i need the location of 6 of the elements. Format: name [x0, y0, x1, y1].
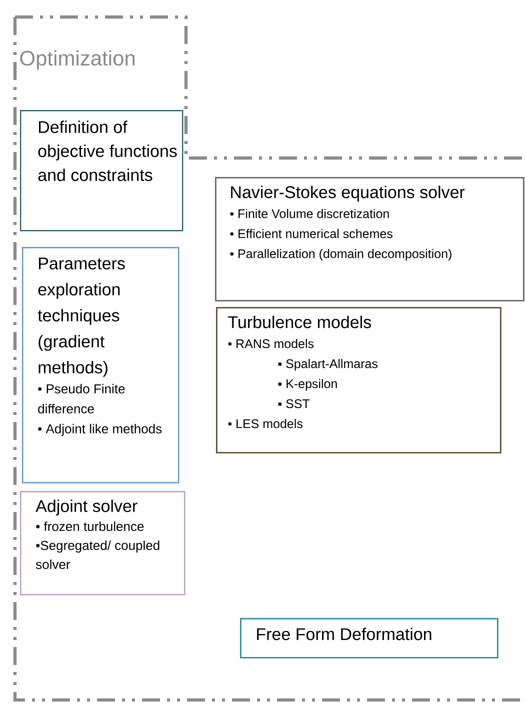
text-box: Free Form Deformation	[240, 618, 498, 658]
text-box: Definition of objective functions and constraints	[20, 110, 184, 232]
text-box: Parameters exploration techniques (gradient methods) • Pseudo Finite difference • Adjoint like methods	[22, 247, 180, 484]
text-box: Turbulence models • RANS models ▪ Spalart-Allmaras ▪ K-epsilon ▪ SST • LES models	[216, 307, 502, 454]
text-box: Adjoint solver • frozen turbulence •Segregated/ coupled solver	[20, 491, 186, 596]
text-box: Navier-Stokes equations solver • Finite Volume discretization • Efficient numerical schemes • Parallelization (domain decomposition)	[215, 177, 524, 302]
